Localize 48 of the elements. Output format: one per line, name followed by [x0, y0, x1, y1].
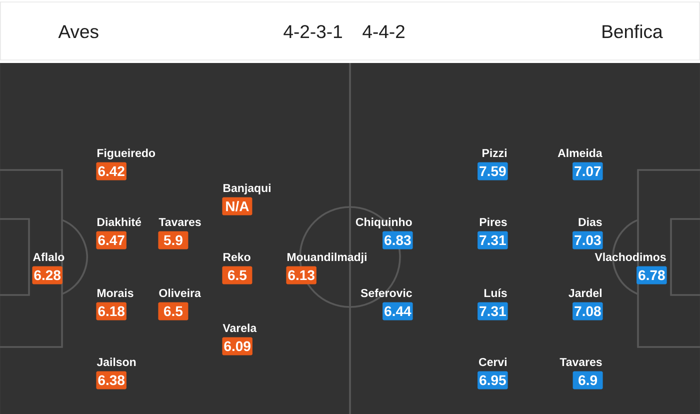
- player-name: Reko: [223, 252, 250, 262]
- player-name: Jailson: [96, 358, 136, 366]
- player-name: Vlachodimos: [594, 252, 666, 262]
- rating-badge: 6.38: [96, 371, 126, 390]
- rating-badge: 7.31: [478, 231, 508, 250]
- player-name: Aflalo: [33, 252, 64, 262]
- rating-badge: 6.18: [96, 302, 126, 320]
- rating-badge: 6.44: [382, 302, 413, 320]
- rating-badge: 6.13: [286, 266, 316, 284]
- player-name: Tavares: [158, 218, 201, 226]
- rating-badge: 6.5: [222, 266, 252, 284]
- rating-badge: 6.09: [222, 337, 252, 356]
- player-name: Luís: [484, 288, 507, 298]
- rating-badge: 6.9: [572, 371, 603, 390]
- player-name: Oliveira: [159, 288, 201, 298]
- rating-badge: 6.83: [382, 231, 413, 250]
- rating-badge: 6.95: [478, 371, 508, 390]
- player-name: Figueiredo: [97, 148, 156, 160]
- formation: 4-4-2: [362, 25, 404, 38]
- player-name: Dias: [578, 218, 602, 226]
- player-name: Banjaqui: [223, 184, 270, 194]
- rating-badge: N/A: [222, 197, 252, 216]
- player-name: Jardel: [568, 288, 602, 298]
- rating-badge: 5.9: [158, 231, 188, 250]
- formation: 4-2-3-1: [284, 25, 342, 38]
- player-name: Seferovic: [360, 288, 412, 298]
- rating-badge: 7.08: [572, 302, 603, 320]
- team-name: Benfica: [602, 24, 663, 38]
- player-name: Mouandilmadji: [287, 252, 366, 264]
- rating-badge: 6.5: [158, 302, 188, 320]
- rating-badge: 7.31: [478, 302, 508, 320]
- player-name: Pires: [480, 218, 507, 226]
- player-name: Almeida: [558, 148, 602, 158]
- rating-badge: 7.07: [572, 162, 603, 180]
- rating-badge: 6.47: [96, 231, 126, 250]
- player-name: Cervi: [479, 358, 506, 366]
- player-name: Chiquinho: [356, 218, 412, 228]
- rating-badge: 7.03: [572, 231, 603, 250]
- rating-badge: 6.28: [32, 266, 62, 284]
- rating-badge: 6.78: [636, 266, 667, 284]
- player-name: Diakhité: [97, 218, 142, 226]
- player-name: Morais: [97, 288, 134, 298]
- player-name: Tavares: [560, 358, 602, 366]
- rating-badge: 7.59: [478, 162, 508, 180]
- team-name: Aves: [58, 25, 98, 38]
- rating-badge: 6.42: [96, 162, 126, 180]
- player-name: Pizzi: [482, 148, 506, 157]
- player-name: Varela: [222, 324, 257, 332]
